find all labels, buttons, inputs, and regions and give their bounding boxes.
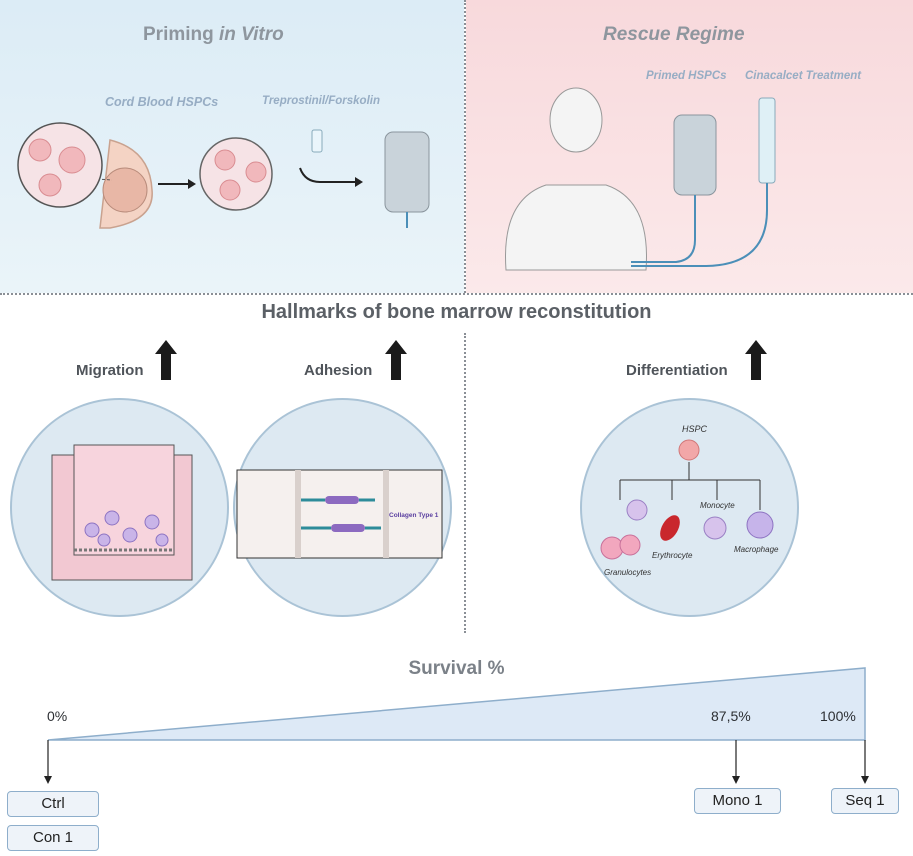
treatment-label: Treprostinil/Forskolin	[262, 95, 380, 107]
cinacalcet-syringe-icon	[758, 97, 776, 184]
transwell-icon	[51, 444, 193, 581]
adhesion-label: Adhesion	[304, 362, 373, 379]
seq1-box: Seq 1	[831, 788, 899, 814]
primed-label: Primed HSPCs	[646, 70, 727, 82]
migration-label: Migration	[76, 362, 144, 379]
cinacalcet-label: Cinacalcet Treatment	[745, 70, 862, 82]
patient-head-icon	[549, 87, 603, 153]
migration-circle	[10, 398, 229, 617]
patient-body-icon	[505, 184, 647, 271]
collagen-label: Collagen Type 1	[389, 512, 439, 519]
cord-blood-label: Cord Blood HSPCs	[105, 95, 219, 109]
adhesion-up-arrow-icon	[385, 340, 407, 380]
rescue-title: Rescue Regime	[603, 24, 745, 45]
survival-100-label: 100%	[820, 708, 856, 724]
primed-bag-icon	[673, 114, 717, 196]
erythrocyte-label: Erythrocyte	[652, 551, 693, 560]
survival-title: Survival %	[408, 658, 505, 679]
hallmarks-divider	[464, 333, 466, 633]
differentiation-up-arrow-icon	[745, 340, 767, 380]
iv-bag-icon	[384, 131, 430, 213]
mono1-box: Mono 1	[694, 788, 781, 814]
adhesion-circle: Collagen Type 1	[233, 398, 452, 617]
adhesion-assay-icon: Collagen Type 1	[236, 469, 443, 559]
differentiation-label: Differentiation	[626, 362, 728, 379]
differentiation-circle: HSPC Granulocytes Erythrocyte Monocyte M…	[580, 398, 799, 617]
survival-wedge	[44, 667, 869, 784]
survival-0-label: 0%	[47, 708, 68, 724]
priming-title: Priming in Vitro	[143, 24, 284, 45]
section-divider	[0, 293, 913, 295]
macrophage-label: Macrophage	[734, 545, 779, 554]
differentiation-tree-icon: HSPC Granulocytes Erythrocyte Monocyte M…	[600, 424, 779, 577]
granulocytes-label: Granulocytes	[604, 568, 651, 577]
ctrl-box: Ctrl	[7, 791, 99, 817]
monocyte-label: Monocyte	[700, 501, 735, 510]
survival-87-label: 87,5%	[711, 708, 751, 724]
vial-icon	[311, 129, 323, 153]
con1-box: Con 1	[7, 825, 99, 851]
hspc-label: HSPC	[682, 424, 708, 434]
hallmarks-title: Hallmarks of bone marrow reconstitution	[261, 301, 652, 323]
top-divider	[464, 0, 466, 293]
priming-illustration	[17, 122, 430, 229]
rescue-illustration	[505, 87, 776, 271]
migration-up-arrow-icon	[155, 340, 177, 380]
